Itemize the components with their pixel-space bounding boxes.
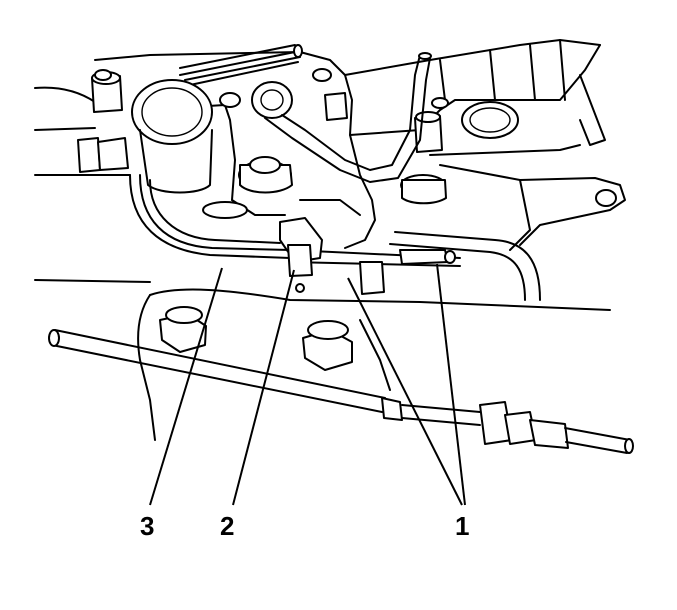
engine-block-outline	[34, 39, 626, 251]
center-bolt	[202, 156, 447, 219]
leader-1b	[436, 263, 466, 506]
coolant-pipe	[179, 44, 432, 183]
callout-2: 2	[220, 511, 234, 541]
bolt-group-top	[91, 68, 449, 153]
callout-labels: 3 2 1	[140, 511, 469, 541]
lower-bracket	[34, 279, 611, 441]
sensor-cable	[48, 329, 634, 454]
leader-2	[232, 269, 295, 506]
callout-leaders	[149, 263, 466, 506]
callout-3: 3	[140, 511, 154, 541]
thermostat-neck	[131, 79, 213, 194]
callout-1: 1	[455, 511, 469, 541]
left-fitting	[77, 137, 129, 173]
lower-bolts	[159, 306, 353, 371]
leader-3	[149, 267, 223, 506]
harness-connector-1	[359, 249, 456, 295]
leader-1a	[347, 277, 463, 506]
harness-clip-2	[279, 217, 323, 293]
wire-harness	[129, 174, 541, 301]
